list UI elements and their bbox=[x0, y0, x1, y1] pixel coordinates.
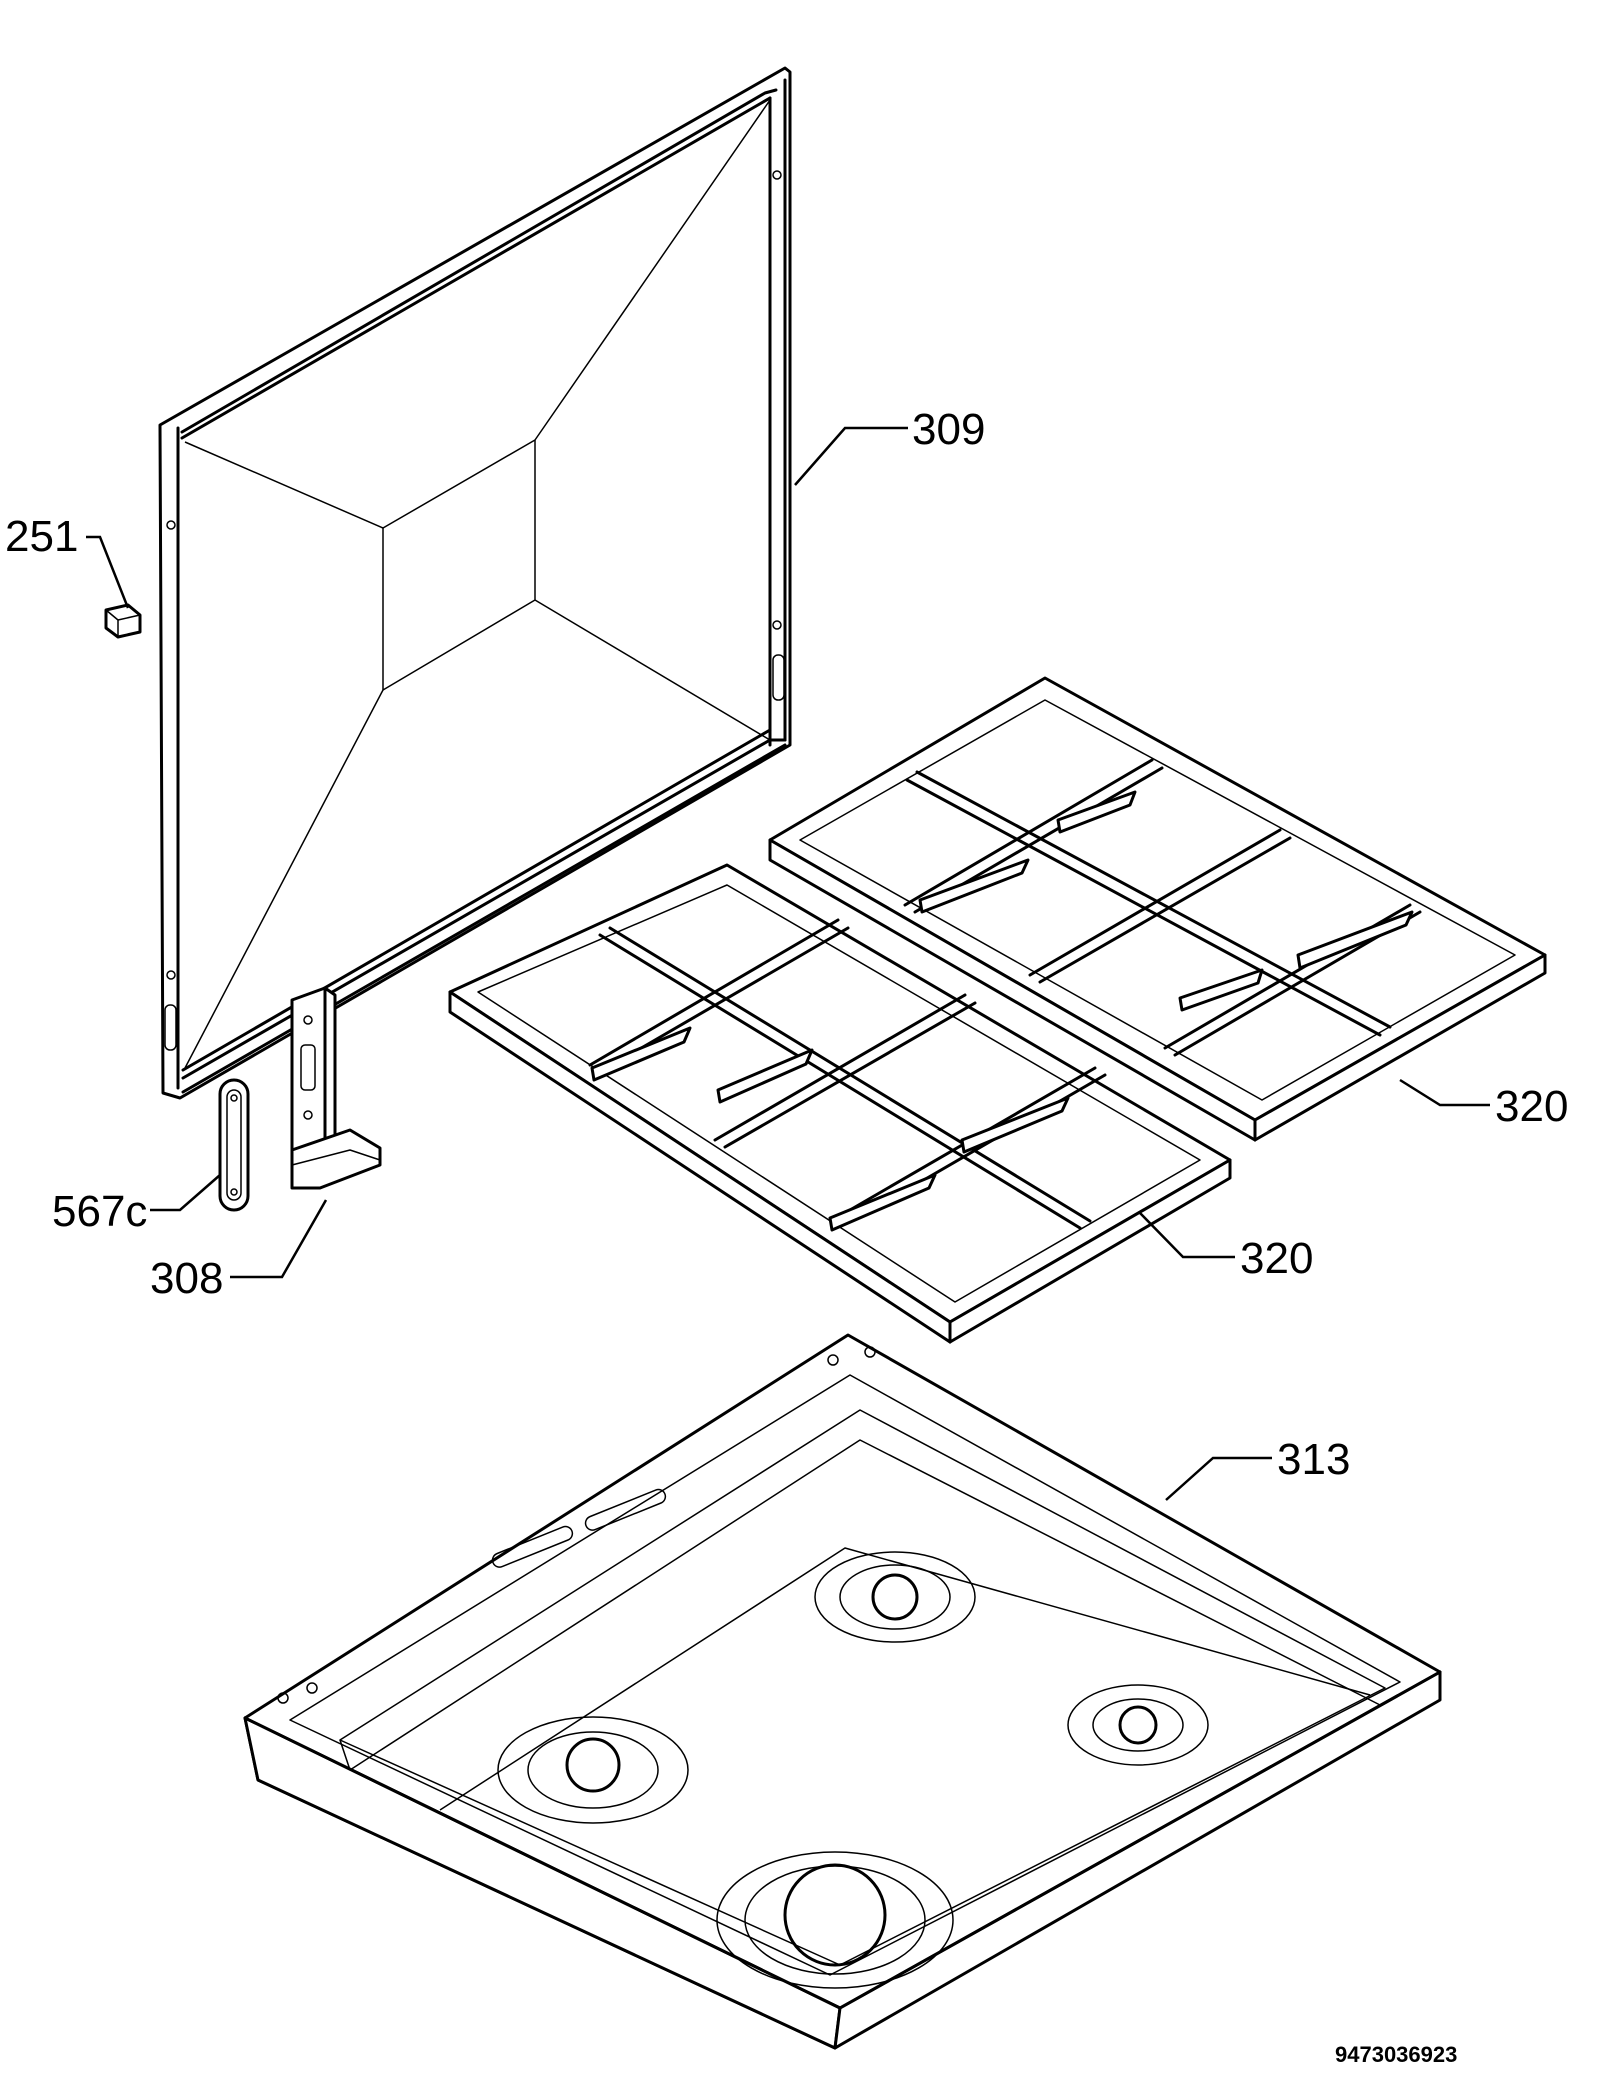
part-320-grid-front bbox=[448, 863, 1232, 1344]
label-part-567c: 567c bbox=[52, 1187, 148, 1236]
leader-lines bbox=[86, 426, 1490, 1501]
label-part-313: 313 bbox=[1277, 1435, 1351, 1484]
part-320-grid-rear bbox=[768, 676, 1547, 1142]
part-308-hinge bbox=[290, 986, 382, 1190]
label-part-320-front: 320 bbox=[1240, 1234, 1314, 1283]
label-part-308: 308 bbox=[150, 1254, 224, 1303]
diagram-reference-number: 9473036923 bbox=[1335, 2042, 1458, 2067]
part-309-lid bbox=[158, 66, 792, 1100]
part-251-clip bbox=[104, 603, 142, 639]
label-part-251: 251 bbox=[5, 512, 79, 561]
label-part-320-rear: 320 bbox=[1495, 1082, 1569, 1131]
part-567c-hinge-plate bbox=[218, 1078, 250, 1212]
label-part-309: 309 bbox=[912, 405, 986, 454]
part-313-hob-top bbox=[243, 1333, 1442, 2050]
